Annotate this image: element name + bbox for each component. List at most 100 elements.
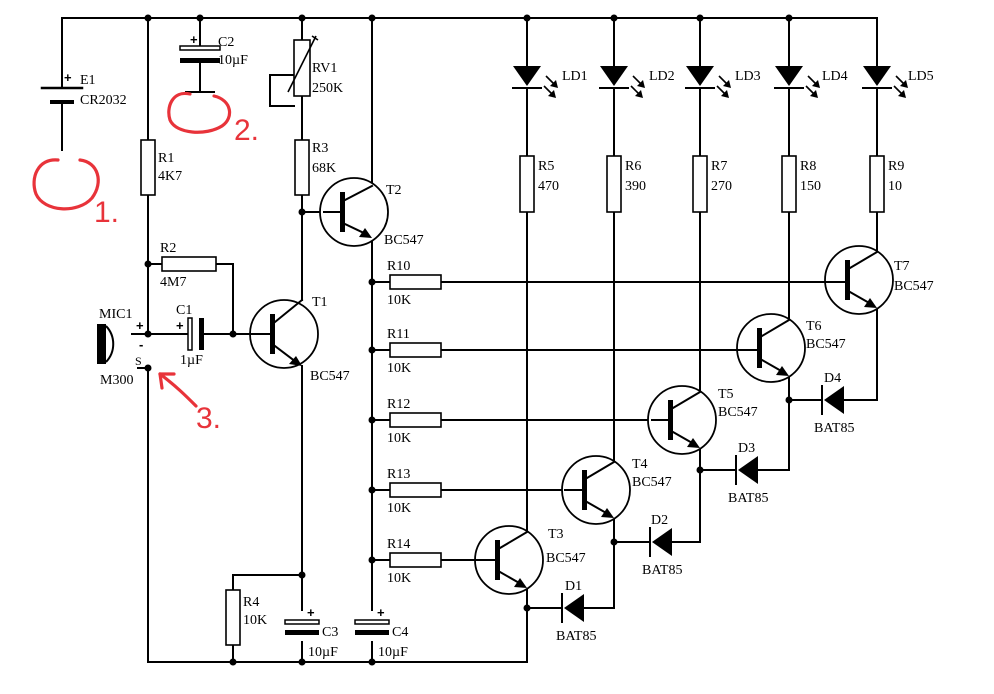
r4-ref: R4	[243, 595, 259, 610]
diode-d1: D1 BAT85	[556, 579, 596, 644]
t7-value: BC547	[894, 279, 934, 294]
t3-ref: T3	[548, 527, 564, 542]
transistor-t3: T3 BC547	[474, 525, 586, 595]
t1-value: BC547	[310, 369, 350, 384]
diode-d2: D2 BAT85	[642, 513, 682, 578]
resistor-r8: R8 150	[781, 155, 821, 213]
e1-value: CR2032	[80, 93, 127, 108]
mic1-minus: -	[139, 337, 143, 352]
c1-value: 1µF	[180, 353, 203, 368]
capacitor-c2: + C2 10µF	[179, 32, 248, 93]
annotation-2: 2.	[167, 91, 259, 147]
led-ld4: LD4	[774, 66, 848, 98]
resistor-r3: R3 68K	[294, 139, 336, 196]
t4-ref: T4	[632, 457, 648, 472]
t5-ref: T5	[718, 387, 734, 402]
c4-value: 10µF	[378, 645, 408, 660]
r5-value: 470	[538, 179, 559, 194]
c2-plus: +	[190, 32, 198, 47]
t5-value: BC547	[718, 405, 758, 420]
r11-value: 10K	[387, 361, 411, 376]
d4-ref: D4	[824, 371, 841, 386]
t6-ref: T6	[806, 319, 822, 334]
r2-ref: R2	[160, 241, 176, 256]
c4-plus: +	[377, 605, 385, 620]
r10-value: 10K	[387, 293, 411, 308]
d1-value: BAT85	[556, 629, 596, 644]
resistor-r4: R4 10K	[225, 589, 267, 646]
r9-value: 10	[888, 179, 902, 194]
diode-d4: D4 BAT85	[814, 371, 854, 436]
r8-ref: R8	[800, 159, 816, 174]
rv1-value: 250K	[312, 81, 343, 96]
t6-value: BC547	[806, 337, 846, 352]
r13-ref: R13	[387, 467, 410, 482]
r5-ref: R5	[538, 159, 554, 174]
d4-value: BAT85	[814, 421, 854, 436]
r7-ref: R7	[711, 159, 727, 174]
annotation-3: 3.	[158, 372, 221, 435]
r10-ref: R10	[387, 259, 410, 274]
r6-ref: R6	[625, 159, 641, 174]
c3-ref: C3	[322, 625, 338, 640]
r7-value: 270	[711, 179, 732, 194]
resistor-r13: R13 10K	[387, 467, 442, 516]
c2-ref: C2	[218, 35, 234, 50]
resistor-r9: R9 10	[869, 155, 904, 213]
r2-value: 4M7	[160, 275, 186, 290]
led-ld3: LD3	[685, 66, 761, 98]
resistor-r11: R11 10K	[387, 327, 442, 376]
r9-ref: R9	[888, 159, 904, 174]
transistor-t4: T4 BC547	[561, 455, 672, 525]
resistor-r10: R10 10K	[387, 259, 442, 308]
r12-value: 10K	[387, 431, 411, 446]
r3-ref: R3	[312, 141, 328, 156]
r12-ref: R12	[387, 397, 410, 412]
annotation-1-label: 1.	[94, 196, 119, 229]
ld3-ref: LD3	[735, 69, 761, 84]
resistor-r7: R7 270	[692, 155, 732, 213]
diode-d3: D3 BAT85	[728, 441, 768, 506]
e1-ref: E1	[80, 73, 96, 88]
r6-value: 390	[625, 179, 646, 194]
t3-value: BC547	[546, 551, 586, 566]
r11-ref: R11	[387, 327, 410, 342]
capacitor-c4: + C4 10µF	[354, 605, 408, 660]
r13-value: 10K	[387, 501, 411, 516]
r8-value: 150	[800, 179, 821, 194]
d3-ref: D3	[738, 441, 755, 456]
r14-value: 10K	[387, 571, 411, 586]
led-ld2: LD2	[599, 66, 675, 98]
resistor-r1: R1 4K7	[140, 139, 182, 196]
resistor-r14: R14 10K	[387, 537, 442, 586]
c3-value: 10µF	[308, 645, 338, 660]
d2-ref: D2	[651, 513, 668, 528]
t1-ref: T1	[312, 295, 328, 310]
led-ld5: LD5	[862, 66, 934, 98]
led-ld1: LD1	[512, 66, 588, 98]
capacitor-c1: + C1 1µF	[176, 303, 204, 368]
d3-value: BAT85	[728, 491, 768, 506]
t2-value: BC547	[384, 233, 424, 248]
rv1-ref: RV1	[312, 61, 337, 76]
c4-ref: C4	[392, 625, 408, 640]
resistor-r6: R6 390	[606, 155, 646, 213]
microphone-mic1: MIC1 M300 + - S	[97, 307, 144, 388]
battery-e1: + E1 CR2032	[40, 70, 127, 108]
r14-ref: R14	[387, 537, 410, 552]
resistor-r12: R12 10K	[387, 397, 442, 446]
capacitor-c3: + C3 10µF	[284, 605, 338, 660]
t4-value: BC547	[632, 475, 672, 490]
c2-value: 10µF	[218, 53, 248, 68]
transistor-t2: T2 BC547	[319, 177, 424, 248]
transistor-t7: T7 BC547	[824, 245, 934, 315]
wires	[61, 17, 878, 663]
junction-dots	[144, 14, 793, 666]
mic1-plus: +	[136, 318, 144, 333]
r1-value: 4K7	[158, 169, 182, 184]
transistor-t5: T5 BC547	[647, 385, 758, 455]
r4-value: 10K	[243, 613, 267, 628]
ld5-ref: LD5	[908, 69, 934, 84]
transistor-t6: T6 BC547	[736, 313, 846, 383]
